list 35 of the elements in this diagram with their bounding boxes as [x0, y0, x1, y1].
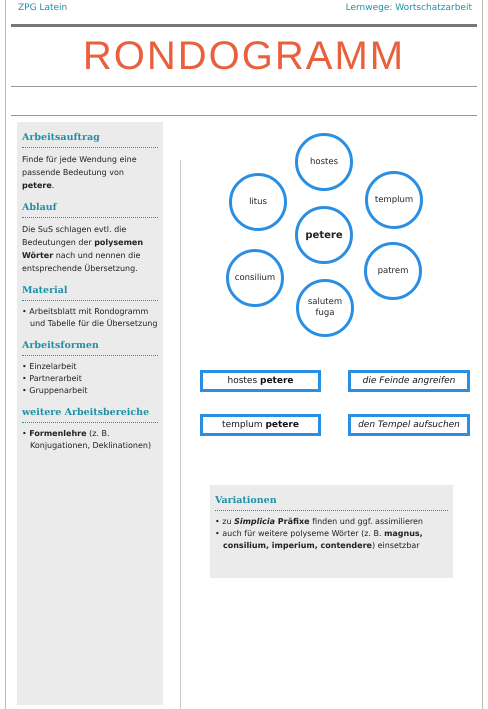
word-label: petere [305, 230, 343, 240]
list-item: • Arbeitsblatt mit Rondogramm und Tabelle für die Übersetzung [22, 306, 158, 330]
header-text: Lernwege: Wortschatzarbeit [346, 3, 472, 13]
word-label: patrem [378, 266, 408, 276]
header-text: ZPG Latein [18, 3, 68, 13]
phrase-text: hostes petere [227, 376, 294, 386]
page-title: RONDOGRAMM [82, 34, 406, 79]
paragraph-text: Finde für jede Wendung eine passende Bedeutung von petere. [22, 154, 138, 192]
list-item: • Gruppenarbeit [22, 385, 89, 397]
phrase-text: templum petere [222, 420, 299, 430]
word-label: litus [249, 196, 267, 208]
list-item: • Partnerarbeit [22, 373, 83, 385]
info-panel [210, 485, 453, 578]
section-heading: weitere Arbeitsbereiche [22, 407, 158, 423]
section-heading: Ablauf [22, 202, 158, 218]
phrase-card [348, 370, 470, 392]
section-heading: Material [22, 285, 158, 301]
phrase-card [200, 370, 321, 392]
list-item: • Einzelarbeit [22, 361, 78, 373]
word-label: hostes [310, 156, 338, 168]
phrase-text: den Tempel aufsuchen [358, 420, 460, 430]
list-item: • auch für weitere polyseme Wörter (z. B. magnus, consilium, imperium, contendere) einsetzbar [215, 528, 424, 552]
phrase-text: die Feinde angreifen [362, 376, 456, 386]
phrase-card [348, 414, 470, 436]
section-heading: Arbeitsformen [22, 340, 158, 356]
word-label: salutem fuga [306, 297, 344, 319]
section-heading: Arbeitsauftrag [22, 132, 158, 148]
word-label: consilium [234, 272, 276, 284]
paragraph-text: Die SuS schlagen evtl. die Bedeutungen der polysemen Wörter nach und nennen die entsprechende Übersetzung. [22, 224, 144, 275]
section-heading: Variationen [215, 495, 448, 511]
word-label: templum [374, 194, 414, 206]
list-item: • Formenlehre (z. B. Konjugationen, Deklinationen) [22, 428, 152, 452]
info-panel [17, 122, 163, 705]
list-item: • zu Simplicia Präfixe finden und ggf. assimilieren [215, 516, 424, 528]
phrase-card [200, 414, 321, 436]
